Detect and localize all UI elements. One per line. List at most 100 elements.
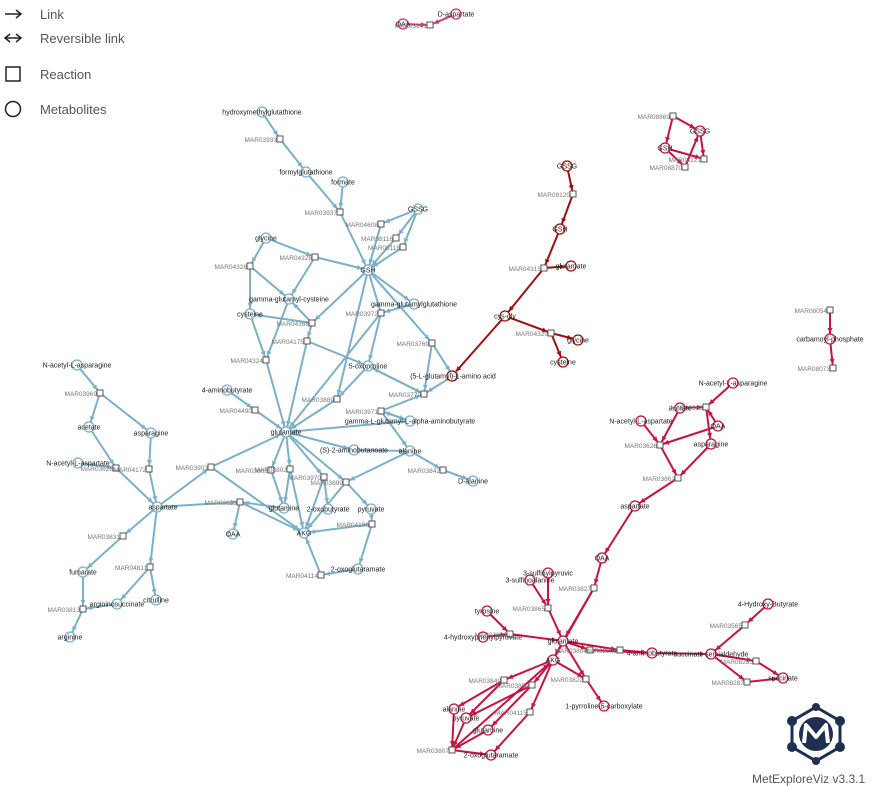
reaction-node-mar04324[interactable] bbox=[262, 356, 270, 364]
metabolite-node-citrulline[interactable] bbox=[150, 594, 162, 606]
edge-link[interactable] bbox=[285, 431, 347, 483]
reaction-node-mar03770[interactable] bbox=[420, 390, 428, 398]
metabolite-node-asparagine[interactable] bbox=[145, 427, 157, 439]
metabolite-node-cys-gly[interactable] bbox=[499, 310, 511, 322]
metabolite-node-gamma-glutamylglutathione[interactable] bbox=[408, 298, 420, 310]
reaction-node-mar08073[interactable] bbox=[829, 364, 837, 372]
reaction-node-mar04368[interactable] bbox=[308, 319, 316, 327]
edge-link[interactable] bbox=[285, 431, 355, 451]
metabolite-node-glutamine[interactable] bbox=[482, 724, 494, 736]
reaction-node-mar03970[interactable] bbox=[320, 473, 328, 481]
edge-link[interactable] bbox=[285, 312, 382, 433]
metabolite-node-carbamoyl-phosphate[interactable] bbox=[824, 333, 836, 345]
metabolite-node-node[interactable] bbox=[446, 370, 458, 382]
metabolite-node-akg[interactable] bbox=[547, 654, 559, 666]
edge-link[interactable] bbox=[529, 659, 554, 713]
reaction-node-mar03565[interactable] bbox=[741, 621, 749, 629]
reaction-node-mar03842[interactable] bbox=[439, 466, 447, 474]
edge-link[interactable] bbox=[303, 523, 373, 534]
reaction-node-mar03822[interactable] bbox=[582, 675, 590, 683]
reaction-node-mar03628[interactable] bbox=[112, 464, 120, 472]
edge-link[interactable] bbox=[285, 340, 308, 433]
edge-link[interactable] bbox=[562, 640, 621, 651]
metabolite-node-alanine[interactable] bbox=[448, 703, 460, 715]
reaction-node-mar08054[interactable] bbox=[826, 306, 834, 314]
metabolite-node-glutamate[interactable] bbox=[565, 260, 577, 272]
metabolite-node-2-oxoglutaramate[interactable] bbox=[485, 749, 497, 761]
metabolite-node-s-2-aminobutanoate[interactable] bbox=[348, 444, 360, 456]
metabolite-node-glutamate[interactable] bbox=[557, 635, 569, 647]
metabolite-node-gamma-glutamyl-cysteine[interactable] bbox=[283, 293, 295, 305]
reaction-node-mar03849[interactable] bbox=[500, 676, 508, 684]
metabolite-node-argininosuccinate[interactable] bbox=[111, 598, 123, 610]
metabolite-node-5-oxoproline[interactable] bbox=[362, 360, 374, 372]
edge-link[interactable] bbox=[311, 269, 369, 324]
metabolite-node-gssg[interactable] bbox=[561, 160, 573, 172]
reaction-node-mar08869[interactable] bbox=[669, 112, 677, 120]
reaction-node-mar03808[interactable] bbox=[616, 646, 624, 654]
reaction-node-mar04490[interactable] bbox=[251, 406, 259, 414]
edge-link[interactable] bbox=[265, 298, 290, 361]
reaction-node-mar03862[interactable] bbox=[674, 474, 682, 482]
metabolite-node-n-acetyl-l-asparagine[interactable] bbox=[71, 359, 83, 371]
reaction-node-mar03804[interactable] bbox=[586, 646, 594, 654]
edge-link[interactable] bbox=[149, 506, 158, 568]
reaction-node-mar03827[interactable] bbox=[590, 584, 598, 592]
metabolite-node-d-alanine[interactable] bbox=[467, 475, 479, 487]
metabolite-node-acetate[interactable] bbox=[674, 402, 686, 414]
metabolite-node-arginine[interactable] bbox=[64, 631, 76, 643]
reaction-node-mar03971[interactable] bbox=[377, 407, 385, 415]
metabolite-node-glycine[interactable] bbox=[572, 334, 584, 346]
metabolite-node-n-acetyl-l-aspartate[interactable] bbox=[72, 457, 84, 469]
metabolite-node-gssg[interactable] bbox=[412, 203, 424, 215]
reaction-node-mar03890[interactable] bbox=[506, 630, 514, 638]
edge-link[interactable] bbox=[239, 501, 305, 534]
metabolite-node-3-sulfinylpyruvic[interactable] bbox=[542, 567, 554, 579]
metabolite-node-tyrosine[interactable] bbox=[481, 605, 493, 617]
reaction-node-mar03865[interactable] bbox=[544, 604, 552, 612]
metabolite-node-2-oxoglutaramate[interactable] bbox=[352, 563, 364, 575]
edge-link[interactable] bbox=[210, 431, 287, 468]
reaction-node-mar08287[interactable] bbox=[743, 678, 751, 686]
metabolite-node-aspartate[interactable] bbox=[629, 500, 641, 512]
reaction-node-mar04114[interactable] bbox=[317, 571, 325, 579]
reaction-node-mar03933[interactable] bbox=[276, 135, 284, 143]
metabolite-node-gamma-l-glutamyl-l-alpha-aminobutyrate[interactable] bbox=[404, 415, 416, 427]
metabolite-node-alanine[interactable] bbox=[404, 445, 416, 457]
metabolite-node-4-hydroxyphenylpyruvate[interactable] bbox=[477, 631, 489, 643]
metabolite-node-4-hydroxy-butyrate[interactable] bbox=[762, 598, 774, 610]
reaction-node-mar03889[interactable] bbox=[333, 395, 341, 403]
metabolite-node-gsh[interactable] bbox=[659, 142, 671, 154]
reaction-node-mar03969[interactable] bbox=[96, 389, 104, 397]
metabolite-node-akg[interactable] bbox=[298, 527, 310, 539]
metabolite-node-formate[interactable] bbox=[337, 176, 349, 188]
reaction-node-mar03937[interactable] bbox=[336, 208, 344, 216]
reaction-node-mar04315[interactable] bbox=[540, 264, 548, 272]
reaction-node-mar08118[interactable] bbox=[399, 243, 407, 251]
metabolite-node-succinate-semialdehyde[interactable] bbox=[705, 648, 717, 660]
reaction-node-mar03831[interactable] bbox=[119, 532, 127, 540]
reaction-node-mar03803[interactable] bbox=[267, 466, 275, 474]
metabolite-node-glutamine[interactable] bbox=[278, 502, 290, 514]
edge-link[interactable] bbox=[451, 315, 506, 377]
reaction-node-mar04172[interactable] bbox=[145, 465, 153, 473]
edge-link[interactable] bbox=[336, 269, 369, 400]
metabolite-node-glutamate[interactable] bbox=[280, 426, 292, 438]
metabolite-node-4-aminobutyrate[interactable] bbox=[646, 647, 658, 659]
reaction-node-mar08870[interactable] bbox=[681, 163, 689, 171]
metabolite-node-gsh[interactable] bbox=[362, 264, 374, 276]
reaction-node-mar04115[interactable] bbox=[526, 708, 534, 716]
metabolite-node-formylglutathione[interactable] bbox=[300, 166, 312, 178]
metabolite-node-4-aminobutyrate[interactable] bbox=[221, 384, 233, 396]
metabolite-node-pyruvate[interactable] bbox=[460, 712, 472, 724]
edge-link[interactable] bbox=[345, 450, 411, 483]
reaction-node-mar03802[interactable] bbox=[286, 465, 294, 473]
reaction-node-mar03899[interactable] bbox=[342, 478, 350, 486]
reaction-node-mar03903[interactable] bbox=[207, 463, 215, 471]
metabolite-node-oaa[interactable] bbox=[227, 528, 239, 540]
edge-link[interactable] bbox=[659, 425, 719, 446]
metabolite-node-cysteine[interactable] bbox=[244, 308, 256, 320]
reaction-node-mar03972[interactable] bbox=[377, 309, 385, 317]
reaction-node-mar08120[interactable] bbox=[569, 190, 577, 198]
